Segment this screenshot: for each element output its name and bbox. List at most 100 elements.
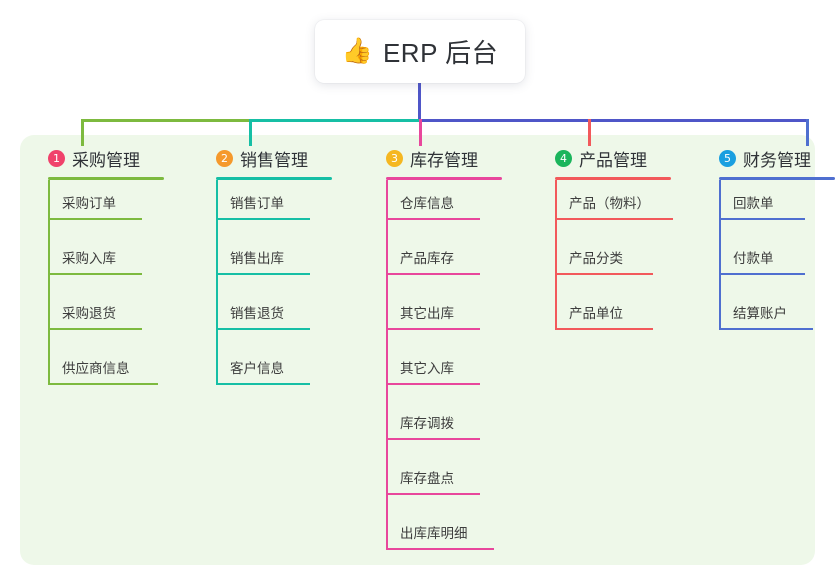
root-title: ERP 后台: [382, 38, 499, 68]
leaf-item-underline: [555, 328, 653, 330]
leaf-item[interactable]: 产品分类: [539, 235, 657, 290]
leaf-item-label: 销售退货: [230, 306, 284, 321]
leaf-item-label: 销售订单: [230, 196, 284, 211]
leaf-item-underline: [216, 273, 310, 275]
leaf-item[interactable]: 销售订单: [200, 180, 314, 235]
leaf-item-label: 其它出库: [400, 306, 454, 321]
leaf-item[interactable]: 库存盘点: [370, 455, 484, 510]
column-title: 库存管理: [410, 150, 478, 170]
leaf-item-label: 出库库明细: [400, 526, 468, 541]
root-node[interactable]: 👍 ERP 后台: [315, 20, 525, 83]
column-spine: [386, 180, 388, 549]
leaf-item-label: 产品（物料）: [569, 196, 650, 211]
column-items: 仓库信息产品库存其它出库其它入库库存调拨库存盘点出库库明细: [370, 180, 502, 565]
leaf-item[interactable]: 付款单: [703, 235, 809, 290]
leaf-item[interactable]: 产品单位: [539, 290, 657, 345]
leaf-item[interactable]: 产品（物料）: [539, 180, 677, 235]
column-underline: [719, 177, 835, 180]
column-index-badge: 5: [719, 149, 736, 167]
leaf-item[interactable]: 库存调拨: [370, 400, 484, 455]
drop-line-4: [588, 119, 591, 146]
bus-segment-2: [249, 119, 419, 122]
drop-line-1: [81, 119, 84, 146]
leaf-item[interactable]: 其它入库: [370, 345, 484, 400]
leaf-item-label: 仓库信息: [400, 196, 454, 211]
leaf-item[interactable]: 回款单: [703, 180, 809, 235]
leaf-item[interactable]: 采购退货: [32, 290, 146, 345]
column-spine: [555, 180, 557, 329]
column-underline: [48, 177, 164, 180]
leaf-item-underline: [48, 273, 142, 275]
leaf-item-label: 产品库存: [400, 251, 454, 266]
leaf-item-label: 客户信息: [230, 361, 284, 376]
leaf-item-label: 结算账户: [733, 306, 787, 321]
leaf-item[interactable]: 仓库信息: [370, 180, 484, 235]
drop-line-3: [419, 119, 422, 146]
leaf-item[interactable]: 其它出库: [370, 290, 484, 345]
leaf-item-label: 其它入库: [400, 361, 454, 376]
column-header-5[interactable]: 5 财务管理: [703, 145, 835, 171]
leaf-item-label: 回款单: [733, 196, 774, 211]
column-spine: [48, 180, 50, 384]
leaf-item-underline: [386, 438, 480, 440]
leaf-item-label: 库存盘点: [400, 471, 454, 486]
column-header-3[interactable]: 3 库存管理: [370, 145, 502, 171]
leaf-item-label: 采购退货: [62, 306, 116, 321]
leaf-item[interactable]: 出库库明细: [370, 510, 498, 565]
leaf-item-underline: [386, 493, 480, 495]
leaf-item[interactable]: 结算账户: [703, 290, 817, 345]
bus-segment-1: [81, 119, 249, 122]
branch-column-4: 4 产品管理产品（物料） 产品分类产品单位: [539, 145, 673, 345]
leaf-item-underline: [386, 328, 480, 330]
leaf-item[interactable]: 供应商信息: [32, 345, 162, 400]
leaf-item[interactable]: 客户信息: [200, 345, 314, 400]
leaf-item-label: 采购订单: [62, 196, 116, 211]
branch-column-3: 3 库存管理仓库信息产品库存其它出库其它入库库存调拨库存盘点出库库明细: [370, 145, 502, 565]
branch-column-5: 5 财务管理回款单付款单结算账户: [703, 145, 835, 345]
column-spine: [719, 180, 721, 329]
column-underline: [386, 177, 502, 180]
column-index-badge: 2: [216, 149, 233, 167]
column-items: 采购订单采购入库采购退货供应商信息: [32, 180, 164, 400]
leaf-item-underline: [719, 218, 805, 220]
leaf-item-underline: [386, 273, 480, 275]
leaf-item-underline: [386, 548, 494, 550]
leaf-item-underline: [555, 218, 673, 220]
bus-segment-3: [419, 119, 806, 122]
column-title: 产品管理: [579, 150, 647, 170]
leaf-item-underline: [48, 218, 142, 220]
column-title: 财务管理: [743, 150, 811, 170]
leaf-item-underline: [216, 218, 310, 220]
column-underline: [555, 177, 671, 180]
column-index-badge: 4: [555, 149, 572, 167]
column-spine: [216, 180, 218, 384]
column-index-badge: 3: [386, 149, 403, 167]
column-items: 产品（物料） 产品分类产品单位: [539, 180, 673, 345]
leaf-item[interactable]: 采购入库: [32, 235, 146, 290]
column-header-4[interactable]: 4 产品管理: [539, 145, 671, 171]
leaf-item-label: 库存调拨: [400, 416, 454, 431]
leaf-item-underline: [719, 328, 813, 330]
column-title: 采购管理: [72, 150, 140, 170]
leaf-item-label: 销售出库: [230, 251, 284, 266]
drop-line-5: [806, 119, 809, 146]
leaf-item-label: 产品分类: [569, 251, 623, 266]
leaf-item[interactable]: 采购订单: [32, 180, 146, 235]
leaf-item[interactable]: 销售退货: [200, 290, 314, 345]
leaf-item-underline: [555, 273, 653, 275]
drop-line-2: [249, 119, 252, 146]
leaf-item-underline: [386, 218, 480, 220]
leaf-item-underline: [216, 383, 310, 385]
leaf-item-label: 供应商信息: [62, 361, 130, 376]
root-trunk-line: [418, 83, 421, 122]
leaf-item-label: 付款单: [733, 251, 774, 266]
leaf-item[interactable]: 产品库存: [370, 235, 484, 290]
leaf-item-underline: [48, 328, 142, 330]
column-items: 回款单付款单结算账户: [703, 180, 835, 345]
leaf-item-underline: [216, 328, 310, 330]
leaf-item[interactable]: 销售出库: [200, 235, 314, 290]
